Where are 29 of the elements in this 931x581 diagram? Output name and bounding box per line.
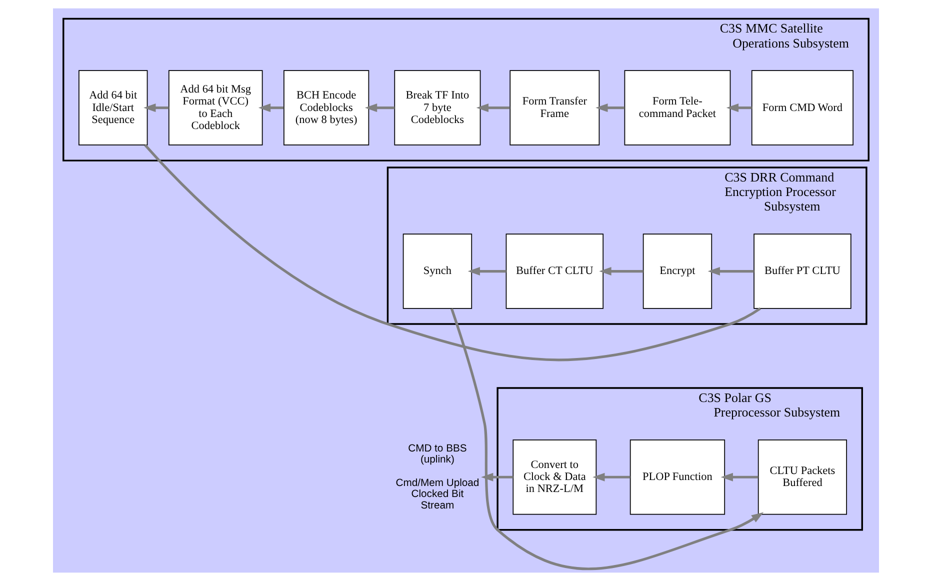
arrow [467,267,506,276]
arrow [143,104,168,112]
node-box: Break TF Into 7 byte Codeblocks [394,70,480,146]
node-box: Convert to Clock & Data in NRZ-L/M [512,440,596,515]
node-box: BCH Encode Codeblocks (now 8 bytes) [283,70,369,146]
node-box: Buffer PT CLTU [753,234,851,309]
connector [144,144,761,362]
arrow [707,267,754,276]
node-box: Add 64 bit Idle/Start Sequence [78,70,148,146]
arrow [476,104,510,112]
arrow [258,104,284,112]
arrow [364,104,394,112]
node-box: Add 64 bit Msg Format (VCC) to Each Codeblock [168,70,262,146]
node-box: Form CMD Word [750,70,853,146]
arrow [726,104,752,112]
arrow [720,472,758,482]
node-box: Buffer CT CLTU [505,234,604,309]
arrow [592,472,630,482]
node-box: Synch [402,234,472,309]
node-box: Form Tele- command Packet [624,70,730,146]
arrow [595,104,624,112]
node-box: CLTU Packets Buffered [757,440,846,515]
node-box: Encrypt [642,234,712,309]
node-box: PLOP Function [629,440,725,515]
arrow [598,267,643,276]
node-text: CMD to BBS (uplink) Cmd/Mem Upload Clocked Bit Stream [395,443,479,512]
arrow [480,472,513,482]
arrow [450,308,764,570]
node-box: Form Transfer Frame [509,70,600,146]
